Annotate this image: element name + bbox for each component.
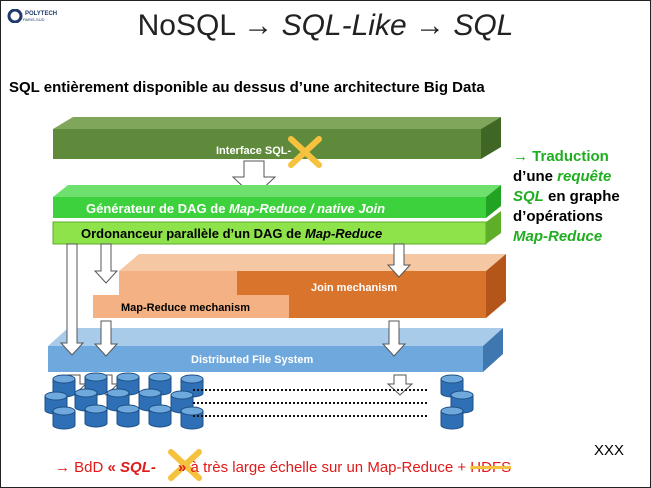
database-icon — [180, 406, 204, 430]
scheduler-layer: Ordonanceur parallèle d’un DAG de Map-Re… — [52, 211, 501, 245]
bottom-quote-close: » — [173, 459, 187, 476]
database-cluster — [44, 372, 474, 430]
bottom-rest: à très large échelle sur un Map-Reduce + — [186, 459, 471, 476]
title-part-nosql: NoSQL — [137, 9, 235, 42]
database-icon — [84, 404, 108, 428]
side-note-line-3a: SQL — [513, 188, 544, 205]
side-note-line-2b: requête — [557, 168, 612, 185]
arrow-down-icon — [386, 374, 414, 396]
polytech-logo-icon — [7, 9, 23, 23]
slide-title: NoSQL → SQL-Like → SQL — [1, 9, 650, 43]
title-part-sql-like: SQL-Like — [281, 9, 407, 42]
bottom-prefix: → BdD — [55, 459, 108, 476]
database-icon — [52, 406, 76, 430]
side-note-line-3b: en graphe — [543, 188, 620, 205]
arrow-down-icon — [381, 320, 407, 357]
cross-icon — [288, 136, 322, 168]
database-icon — [148, 404, 172, 428]
bottom-statement: → BdD « SQL- » à très large échelle sur … — [55, 459, 511, 476]
database-icon — [138, 388, 162, 412]
polytech-logo: POLYTECH PARIS-SUD — [7, 9, 57, 23]
arrow-down-icon — [93, 243, 119, 284]
dfs-label: Distributed File System — [191, 354, 313, 366]
arrow-down-icon — [386, 243, 412, 278]
side-note-line-2a: d’une — [513, 168, 558, 185]
generator-label-b: Map-Reduce / native Join — [229, 201, 385, 216]
side-note-line-2: d’une requête — [513, 167, 648, 187]
generator-label: Générateur de DAG de Map-Reduce / native… — [86, 201, 385, 216]
logo-name: POLYTECH — [25, 10, 58, 17]
mapreduce-label: Map-Reduce mechanism — [121, 302, 250, 314]
side-note-line-1: → Traduction — [513, 148, 609, 165]
side-note: → Traduction d’une requête SQL en graphe… — [513, 147, 648, 247]
title-part-sql: SQL — [453, 9, 514, 42]
scheduler-label-a: Ordonanceur parallèle d’un DAG de — [81, 226, 305, 241]
cross-icon — [168, 449, 202, 481]
logo-sub: PARIS-SUD — [23, 16, 45, 22]
database-icon — [116, 404, 140, 428]
scheduler-label: Ordonanceur parallèle d’un DAG de Map-Re… — [81, 226, 382, 241]
generator-label-a: Générateur de DAG de — [86, 201, 229, 216]
xxx-annotation: XXX — [594, 442, 625, 459]
scheduler-label-b: Map-Reduce — [305, 226, 382, 241]
database-icon — [440, 406, 464, 430]
mapreduce-join-block: Join mechanism Map-Reduce mechanism — [93, 254, 506, 318]
interface-layer: Interface SQL- — [53, 117, 501, 168]
arrow-down-icon — [59, 243, 85, 356]
generator-layer: Générateur de DAG de Map-Reduce / native… — [53, 185, 501, 218]
side-note-line-4: d’opérations — [513, 208, 604, 225]
side-note-line-5: Map-Reduce — [513, 228, 603, 245]
bottom-sql-label: SQL- — [120, 459, 156, 476]
bottom-hdfs: HDFS — [470, 459, 512, 476]
arrow-down-icon — [93, 320, 119, 357]
bottom-quote-open: « — [107, 459, 121, 476]
title-arrow-1: → — [243, 9, 274, 42]
interface-label: Interface SQL- — [216, 145, 292, 157]
join-label: Join mechanism — [311, 282, 397, 294]
title-arrow-2: → — [414, 9, 445, 42]
side-note-line-3: SQL en graphe — [513, 187, 648, 207]
dfs-layer: Distributed File System — [48, 328, 503, 372]
slide-subtitle: SQL entièrement disponible au dessus d’u… — [9, 79, 485, 96]
